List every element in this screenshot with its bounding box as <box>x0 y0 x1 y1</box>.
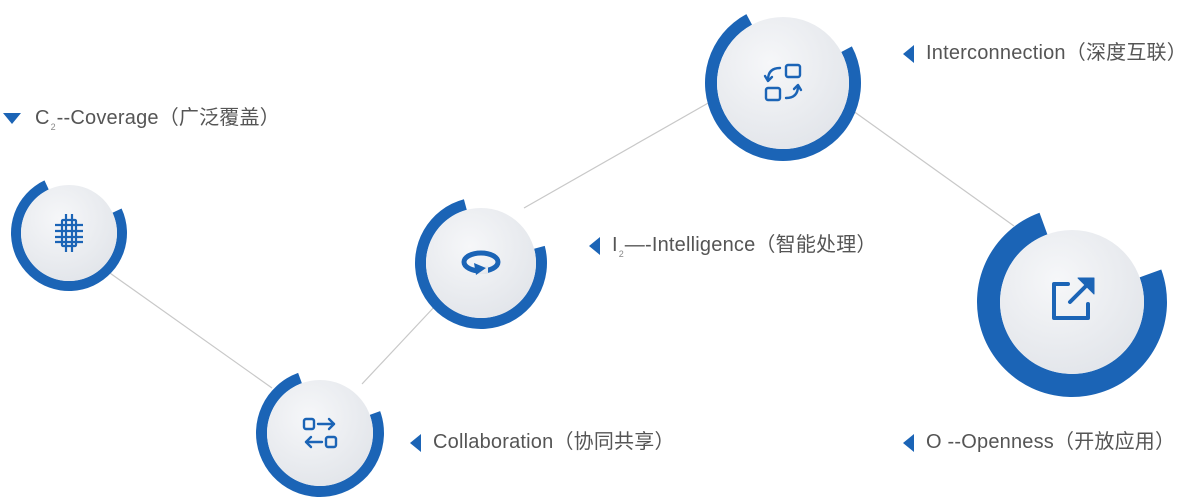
caret-left-icon <box>903 44 914 63</box>
node-collaboration-disc <box>267 380 373 486</box>
swap-icon <box>302 417 338 449</box>
connector-interconnection-openness <box>841 102 1015 227</box>
label-coverage: C2--Coverage（广泛覆盖） <box>3 106 280 139</box>
label-openness: O --Openness（开放应用） <box>903 430 1175 454</box>
label-interconnection-text: Interconnection（深度互联） <box>926 42 1187 64</box>
node-interconnection <box>705 14 861 161</box>
caret-left-icon <box>903 433 914 452</box>
label-intelligence: I2—-Intelligence（智能处理） <box>589 233 877 266</box>
label-intelligence-prefix: I <box>612 234 618 256</box>
node-intelligence <box>415 199 547 329</box>
sync-boxes-icon <box>763 63 803 102</box>
node-coverage <box>11 180 127 291</box>
label-intelligence-text: —-Intelligence（智能处理） <box>624 234 877 256</box>
node-intelligence-disc <box>426 208 536 318</box>
node-openness <box>977 212 1167 397</box>
chip-icon <box>55 214 83 252</box>
open-external-icon <box>1052 277 1095 320</box>
label-interconnection: Interconnection（深度互联） <box>903 41 1187 65</box>
label-openness-text: O --Openness（开放应用） <box>926 431 1176 453</box>
label-coverage-prefix: C <box>35 107 50 129</box>
caret-left-icon <box>589 236 600 255</box>
label-collaboration: Collaboration（协同共享） <box>410 430 675 454</box>
label-coverage-text: --Coverage（广泛覆盖） <box>56 107 280 129</box>
label-intelligence-sub: 2 <box>618 249 624 259</box>
rotate-icon <box>461 250 501 275</box>
connector-collaboration-intelligence <box>361 304 437 385</box>
label-collaboration-text: Collaboration（协同共享） <box>433 431 675 453</box>
caret-down-icon <box>3 113 21 125</box>
connector-lines <box>99 101 1015 389</box>
node-interconnection-disc <box>717 17 849 149</box>
node-collaboration <box>256 372 384 497</box>
caret-left-icon <box>410 433 421 452</box>
node-coverage-disc <box>21 185 117 281</box>
connector-intelligence-interconnection <box>523 101 711 209</box>
connector-coverage-collaboration <box>99 265 273 389</box>
label-coverage-sub: 2 <box>50 122 56 132</box>
